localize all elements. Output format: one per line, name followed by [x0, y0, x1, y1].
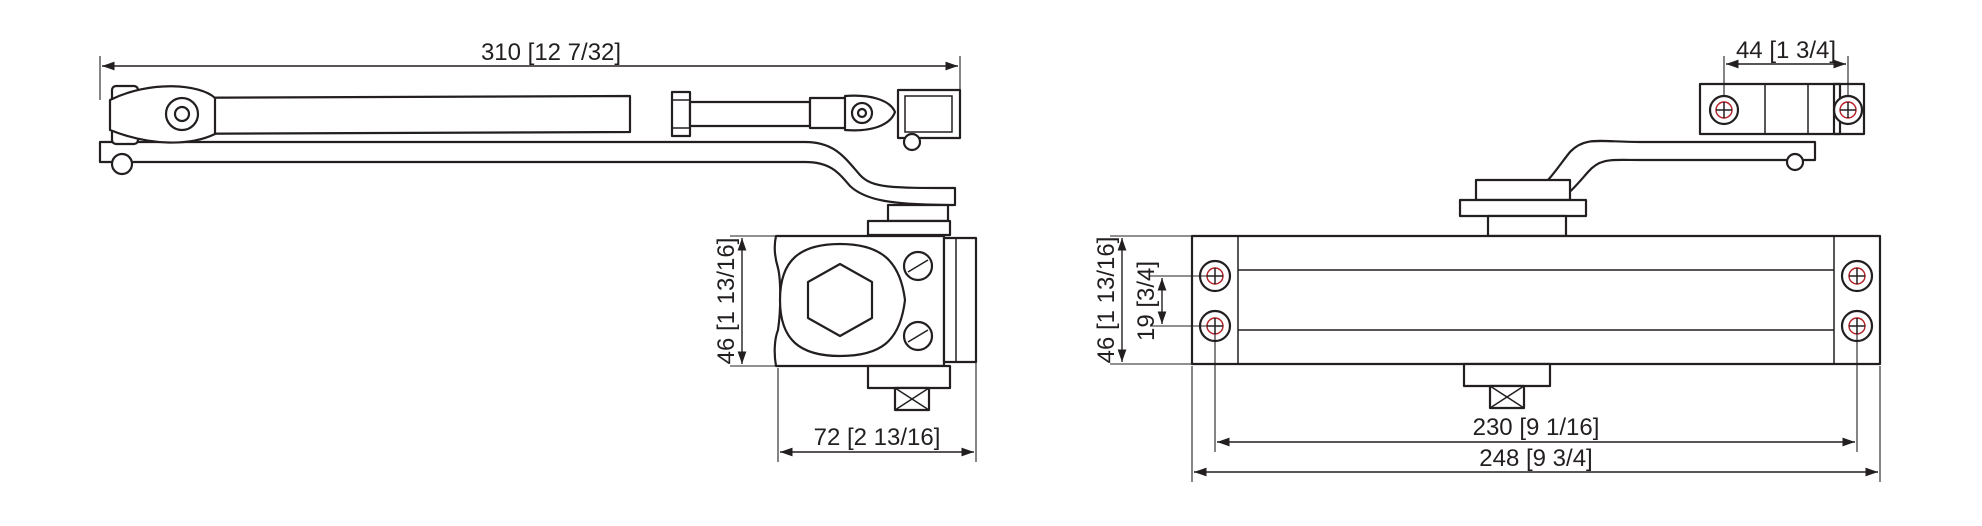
dim-bracket-spacing-label: 44 [1 3/4] [1736, 37, 1836, 64]
dim-side-width-label: 72 [2 13/16] [814, 424, 941, 451]
dim-arm-length-label: 310 [12 7/32] [481, 39, 621, 66]
arm-assembly [98, 84, 962, 223]
closer-end-view [773, 219, 978, 412]
dim-body-length: 248 [9 3/4] [1191, 366, 1881, 482]
front-lower-block [1462, 362, 1552, 388]
dim-hole-centers: 230 [9 1/16] [1214, 330, 1858, 452]
dim-body-height: 46 [1 13/16] [1093, 235, 1192, 365]
pinion-base [1458, 198, 1588, 218]
lower-block [866, 364, 952, 390]
dim-side-width: 72 [2 13/16] [777, 362, 977, 462]
pinion-block-top [1474, 178, 1572, 202]
dim-arm-length: 310 [12 7/32] [99, 39, 961, 100]
dim-body-length-label: 248 [9 3/4] [1479, 445, 1592, 472]
dim-hole-centers-label: 230 [9 1/16] [1473, 414, 1600, 441]
arm-shoe [886, 203, 950, 223]
dim-bracket-spacing: 44 [1 3/4] [1723, 37, 1849, 96]
arm-end-foot [110, 152, 134, 176]
lower-arm [98, 140, 957, 207]
end-flange [942, 236, 978, 364]
threaded-rod [688, 100, 812, 128]
dim-body-height-label: 46 [1 13/16] [1093, 237, 1120, 364]
hex-nut [806, 262, 874, 338]
arm-bracket [896, 88, 962, 140]
dim-side-height: 46 [1 13/16] [713, 235, 778, 367]
dim-hole-spacing-label: 19 [3/4] [1133, 261, 1160, 341]
upper-arm-tip [108, 85, 217, 144]
closer-front-view [1190, 82, 1882, 410]
arm-pivot-inner [173, 105, 191, 123]
closer-body [1190, 234, 1882, 366]
adjust-nut [670, 90, 692, 138]
dim-side-height-label: 46 [1 13/16] [713, 238, 740, 365]
dim-hole-spacing: 19 [3/4] [1133, 261, 1212, 341]
